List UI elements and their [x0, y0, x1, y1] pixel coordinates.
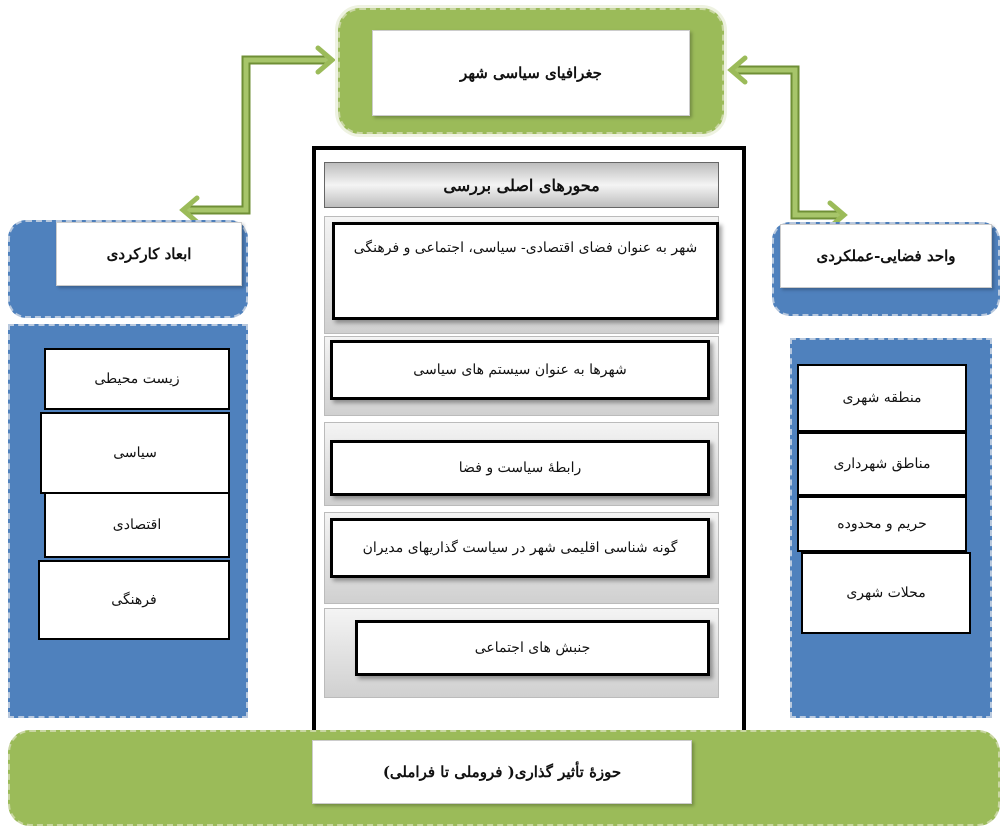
center-frame [312, 146, 746, 730]
center-item-3: رابطهٔ سیاست و فضا [330, 440, 710, 496]
center-item-4: گونه شناسی اقلیمی شهر در سیاست گذاریهای … [330, 518, 710, 578]
arrowhead-top-right [727, 55, 748, 85]
bottom-title: حوزهٔ تأثیر گذاری( فروملی تا فراملی) [312, 740, 692, 804]
left-item-3: اقتصادی [44, 492, 230, 558]
right-item-2: مناطق شهرداری [797, 432, 967, 496]
left-connector [185, 55, 330, 215]
arrowhead-top-left [315, 45, 336, 75]
left-item-2: سیاسی [40, 412, 230, 494]
right-item-3: حریم و محدوده [797, 496, 967, 552]
right-item-4: محلات شهری [801, 552, 971, 634]
arrowhead-left [179, 195, 200, 225]
left-item-1: زیست محیطی [44, 348, 230, 410]
right-item-1: منطقه شهری [797, 364, 967, 432]
right-connector [733, 65, 842, 220]
center-item-1: شهر به عنوان فضای اقتصادی- سیاسی، اجتماع… [332, 222, 719, 320]
left-header: ابعاد کارکردی [56, 222, 242, 286]
right-header: واحد فضایی-عملکردی [780, 224, 992, 288]
center-item-5: جنبش های اجتماعی [355, 620, 710, 676]
center-item-2: شهرها به عنوان سیستم های سیاسی [330, 340, 710, 400]
center-header: محورهای اصلی بررسی [324, 162, 719, 208]
top-title: جغرافیای سیاسی شهر [372, 30, 690, 116]
left-item-4: فرهنگی [38, 560, 230, 640]
